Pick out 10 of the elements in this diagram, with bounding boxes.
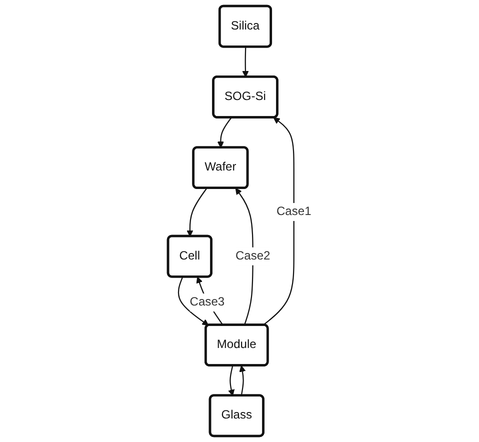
arrow [186, 188, 208, 237]
arrow [242, 46, 249, 78]
arrow [217, 117, 232, 148]
edge-label: Case1 [276, 205, 312, 218]
arrow [262, 117, 294, 326]
arrow [178, 276, 209, 326]
edge-label: Case3 [190, 296, 224, 309]
arrow [228, 366, 234, 396]
edge-label: Case2 [235, 250, 270, 262]
arrow [239, 365, 246, 396]
